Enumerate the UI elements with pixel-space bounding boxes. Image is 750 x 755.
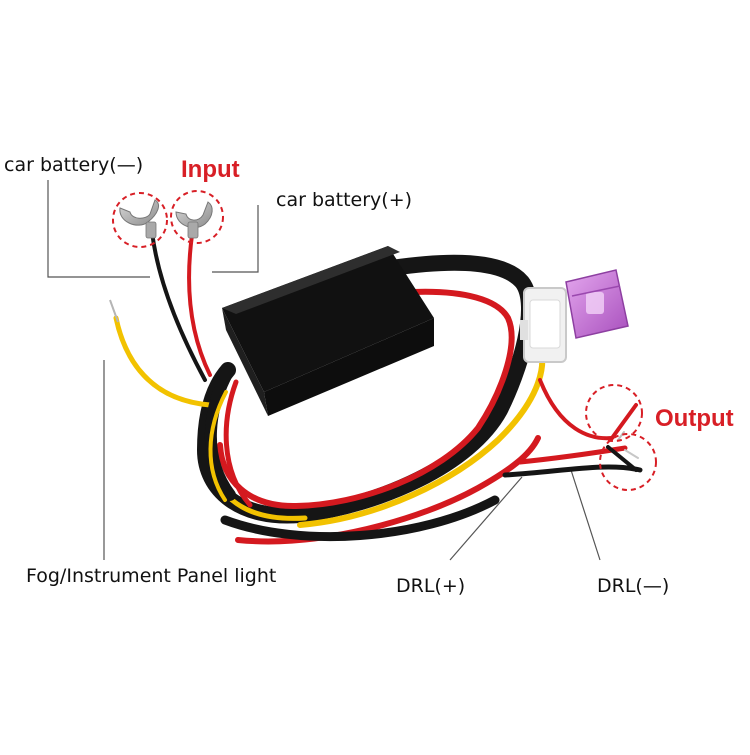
controller-module: [222, 246, 434, 416]
callout-line-drl-positive: [449, 476, 523, 561]
callout-line-battery-positive: [212, 205, 259, 273]
output-wires: [502, 378, 643, 478]
highlight-input-positive: [170, 190, 224, 244]
label-fog-panel: Fog/Instrument Panel light: [26, 565, 277, 587]
fork-terminal-icon: [119, 199, 159, 239]
label-input: Input: [181, 156, 240, 183]
label-drl-negative: DRL(—): [597, 575, 670, 597]
callout-lines: [47, 180, 601, 561]
wire-battery-positive: [187, 233, 212, 377]
harness-front: [205, 366, 253, 508]
label-output: Output: [655, 405, 734, 432]
highlight-output-upper: [585, 384, 643, 442]
highlight-output-lower: [599, 433, 657, 491]
highlight-circles: [112, 190, 657, 491]
label-battery-negative: car battery(—): [4, 154, 144, 176]
wire-fog-yellow: [113, 315, 213, 408]
label-drl-positive: DRL(+): [396, 575, 466, 597]
callout-line-battery-negative: [47, 180, 150, 278]
callout-line-drl-negative: [570, 469, 601, 561]
label-battery-positive: car battery(+): [276, 189, 413, 211]
harness-loop: [196, 254, 546, 545]
highlight-input-negative: [112, 192, 168, 248]
fuse-connector: [520, 287, 567, 363]
fork-terminal-icon: [175, 201, 213, 239]
wire-fog-tip: [109, 299, 119, 323]
fuse-icon: [565, 269, 629, 339]
wire-battery-negative: [150, 230, 207, 382]
